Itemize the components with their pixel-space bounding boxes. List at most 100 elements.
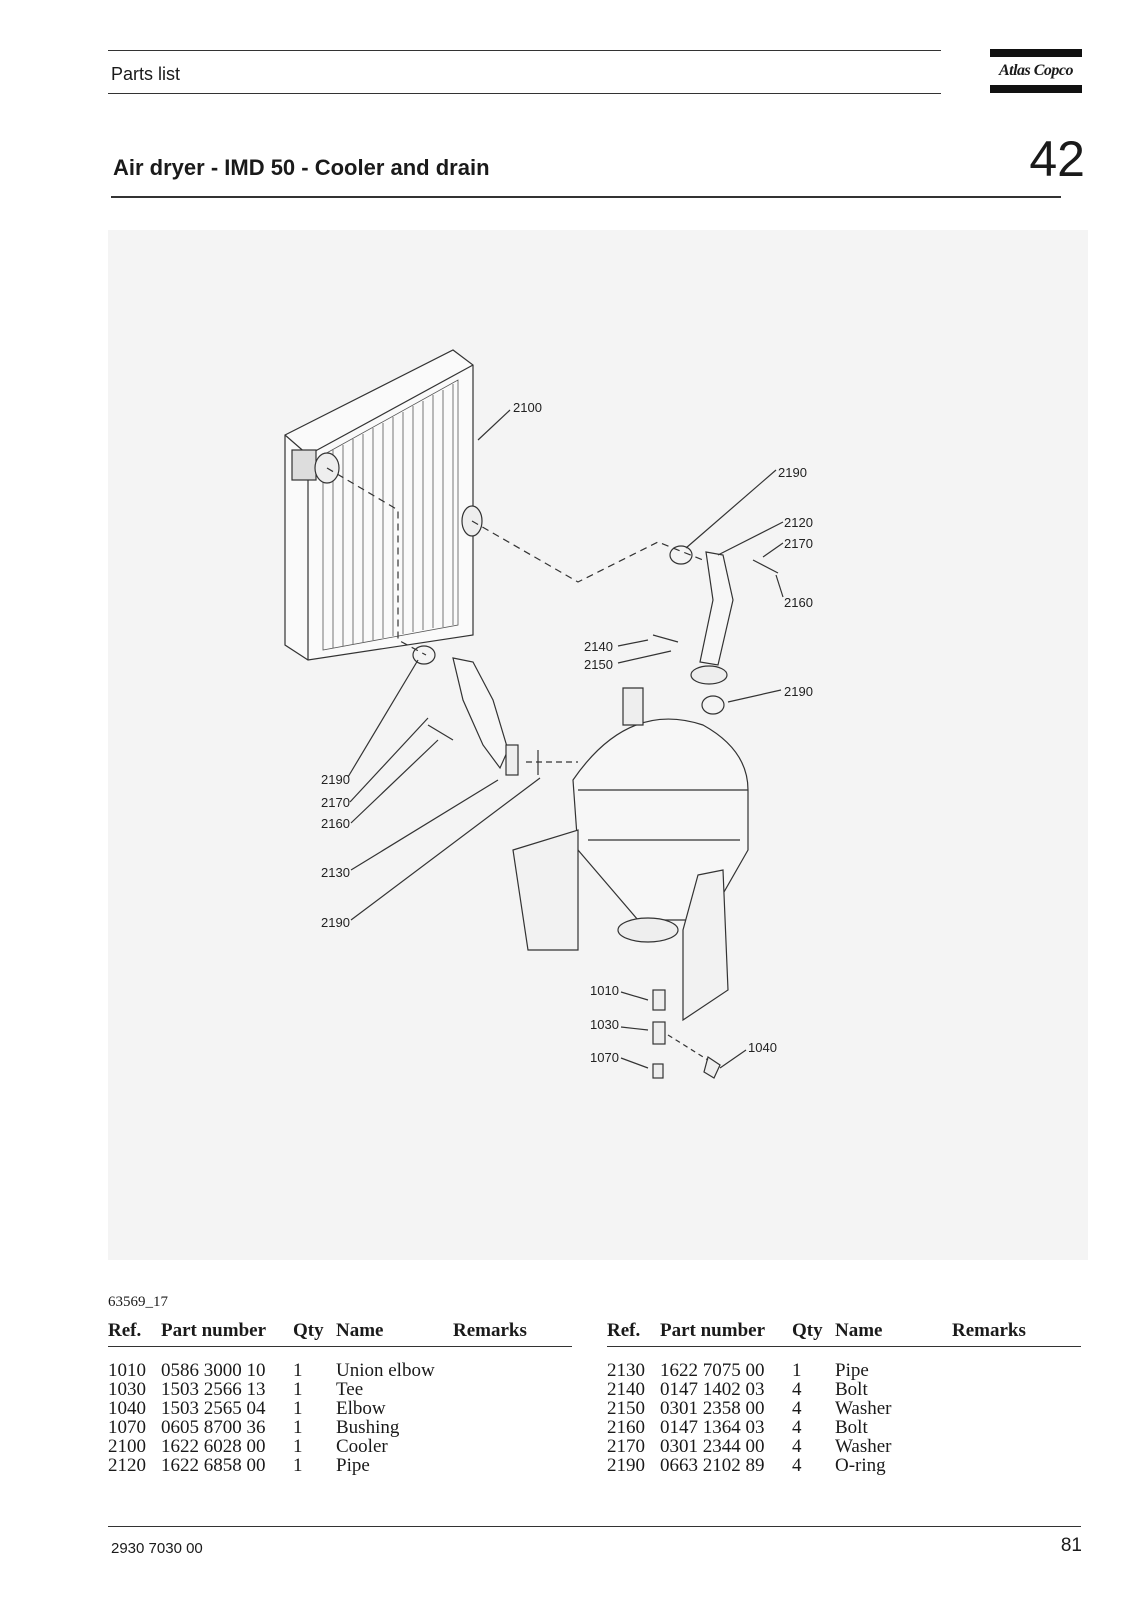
header-remarks: Remarks [453, 1320, 572, 1347]
cell-name: Pipe [336, 1455, 370, 1476]
table-header-row: Ref. Part number Qty Name Remarks [607, 1320, 1081, 1347]
cell-part-number: 0301 2344 00 [660, 1436, 765, 1457]
section-number: 42 [1029, 131, 1085, 187]
cell-part-number: 0663 2102 89 [660, 1455, 765, 1476]
callout-2190: 2190 [778, 465, 807, 480]
cell-name: Bolt [835, 1417, 868, 1438]
cell-remarks [453, 1399, 572, 1418]
cell-name: Pipe [835, 1360, 869, 1381]
cell-remarks [952, 1399, 1081, 1418]
table-row: 1030 1503 2566 13 1 Tee [108, 1380, 572, 1399]
header-top-rule [108, 50, 941, 51]
table-row: 2170 0301 2344 00 4 Washer [607, 1437, 1081, 1456]
table-row: 1070 0605 8700 36 1 Bushing [108, 1418, 572, 1437]
table-row: 1010 0586 3000 10 1 Union elbow [108, 1361, 572, 1380]
header-qty: Qty [293, 1320, 336, 1347]
cell-qty: 1 [792, 1360, 802, 1381]
cell-name: Washer [835, 1398, 892, 1419]
cell-name: Bushing [336, 1417, 400, 1438]
cell-qty: 1 [293, 1455, 303, 1476]
cell-name: Washer [835, 1436, 892, 1457]
table-row: 2140 0147 1402 03 4 Bolt [607, 1380, 1081, 1399]
cell-remarks [453, 1437, 572, 1456]
table-row: 2190 0663 2102 89 4 O-ring [607, 1456, 1081, 1475]
cell-ref: 2100 [108, 1436, 146, 1457]
callout-2140: 2140 [584, 639, 613, 654]
cell-name: Tee [336, 1379, 364, 1400]
header-name: Name [835, 1320, 952, 1347]
cell-name: Bolt [835, 1379, 868, 1400]
cell-remarks [453, 1380, 572, 1399]
cell-remarks [453, 1361, 572, 1380]
logo-text: Atlas Copco [998, 62, 1074, 79]
callout-1070: 1070 [590, 1050, 619, 1065]
cell-ref: 2120 [108, 1455, 146, 1476]
cell-part-number: 1622 6028 00 [161, 1436, 266, 1457]
logo-top-bar [990, 49, 1082, 57]
cell-part-number: 0605 8700 36 [161, 1417, 266, 1438]
cell-qty: 1 [293, 1417, 303, 1438]
exploded-view-figure: 2100 2190 2120 2170 2160 2140 2150 2190 … [108, 230, 1088, 1260]
cell-qty: 4 [792, 1455, 802, 1476]
cell-ref: 2150 [607, 1398, 645, 1419]
header-bottom-rule [108, 93, 941, 94]
cell-name: O-ring [835, 1455, 886, 1476]
cell-remarks [952, 1456, 1081, 1475]
callout-2100: 2100 [513, 400, 542, 415]
title-rule [111, 196, 1061, 198]
cell-name: Union elbow [336, 1360, 435, 1381]
cell-ref: 2170 [607, 1436, 645, 1457]
cell-qty: 4 [792, 1398, 802, 1419]
callout-2170: 2170 [321, 795, 350, 810]
logo-bottom-bar [990, 85, 1082, 93]
cell-qty: 4 [792, 1417, 802, 1438]
parts-table-left: Ref. Part number Qty Name Remarks 1010 0… [108, 1320, 572, 1475]
footer-rule [108, 1526, 1081, 1527]
callout-2160: 2160 [321, 816, 350, 831]
callout-2120: 2120 [784, 515, 813, 530]
header-name: Name [336, 1320, 453, 1347]
callout-2130: 2130 [321, 865, 350, 880]
cell-qty: 1 [293, 1379, 303, 1400]
cell-ref: 2190 [607, 1455, 645, 1476]
table-row: 1040 1503 2565 04 1 Elbow [108, 1399, 572, 1418]
cell-remarks [453, 1418, 572, 1437]
callout-2150: 2150 [584, 657, 613, 672]
header-part-number: Part number [161, 1320, 293, 1347]
exploded-view-drawing: 2100 2190 2120 2170 2160 2140 2150 2190 … [284, 349, 813, 1079]
callout-1010: 1010 [590, 983, 619, 998]
cell-name: Elbow [336, 1398, 386, 1419]
callout-2190: 2190 [321, 915, 350, 930]
parts-table-right: Ref. Part number Qty Name Remarks 2130 1… [607, 1320, 1081, 1475]
cell-part-number: 0147 1402 03 [660, 1379, 765, 1400]
cell-part-number: 1622 6858 00 [161, 1455, 266, 1476]
callout-1040: 1040 [748, 1040, 777, 1055]
callout-2190: 2190 [784, 684, 813, 699]
header-ref: Ref. [607, 1320, 660, 1347]
header-qty: Qty [792, 1320, 835, 1347]
callout-labels: 2100 2190 2120 2170 2160 2140 2150 2190 … [321, 400, 813, 1065]
cell-ref: 1070 [108, 1417, 146, 1438]
callout-2170: 2170 [784, 536, 813, 551]
table-row: 2120 1622 6858 00 1 Pipe [108, 1456, 572, 1475]
callout-2190: 2190 [321, 772, 350, 787]
cell-ref: 2140 [607, 1379, 645, 1400]
header-part-number: Part number [660, 1320, 792, 1347]
callout-1030: 1030 [590, 1017, 619, 1032]
table-header-row: Ref. Part number Qty Name Remarks [108, 1320, 572, 1347]
table-row: 2160 0147 1364 03 4 Bolt [607, 1418, 1081, 1437]
cell-ref: 2160 [607, 1417, 645, 1438]
cell-name: Cooler [336, 1436, 388, 1457]
cell-ref: 1010 [108, 1360, 146, 1381]
cell-ref: 1030 [108, 1379, 146, 1400]
page-title: Air dryer - IMD 50 - Cooler and drain [113, 155, 490, 180]
cell-qty: 1 [293, 1398, 303, 1419]
table-row: 2100 1622 6028 00 1 Cooler [108, 1437, 572, 1456]
header-ref: Ref. [108, 1320, 161, 1347]
document-number: 2930 7030 00 [111, 1540, 203, 1557]
page-number: 81 [1060, 1535, 1082, 1556]
callout-2160: 2160 [784, 595, 813, 610]
cell-part-number: 0586 3000 10 [161, 1360, 266, 1381]
header-section-label: Parts list [111, 64, 181, 84]
cell-qty: 1 [293, 1436, 303, 1457]
